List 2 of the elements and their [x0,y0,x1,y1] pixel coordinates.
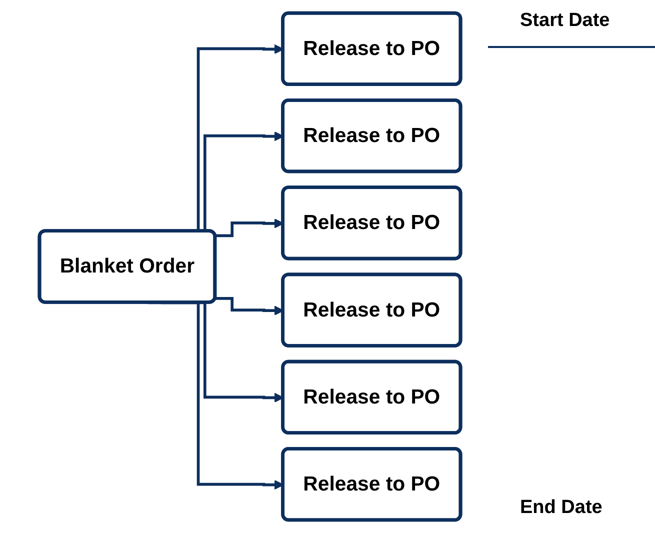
date-label: End Date [520,497,602,519]
date-label: Start Date [520,10,610,32]
